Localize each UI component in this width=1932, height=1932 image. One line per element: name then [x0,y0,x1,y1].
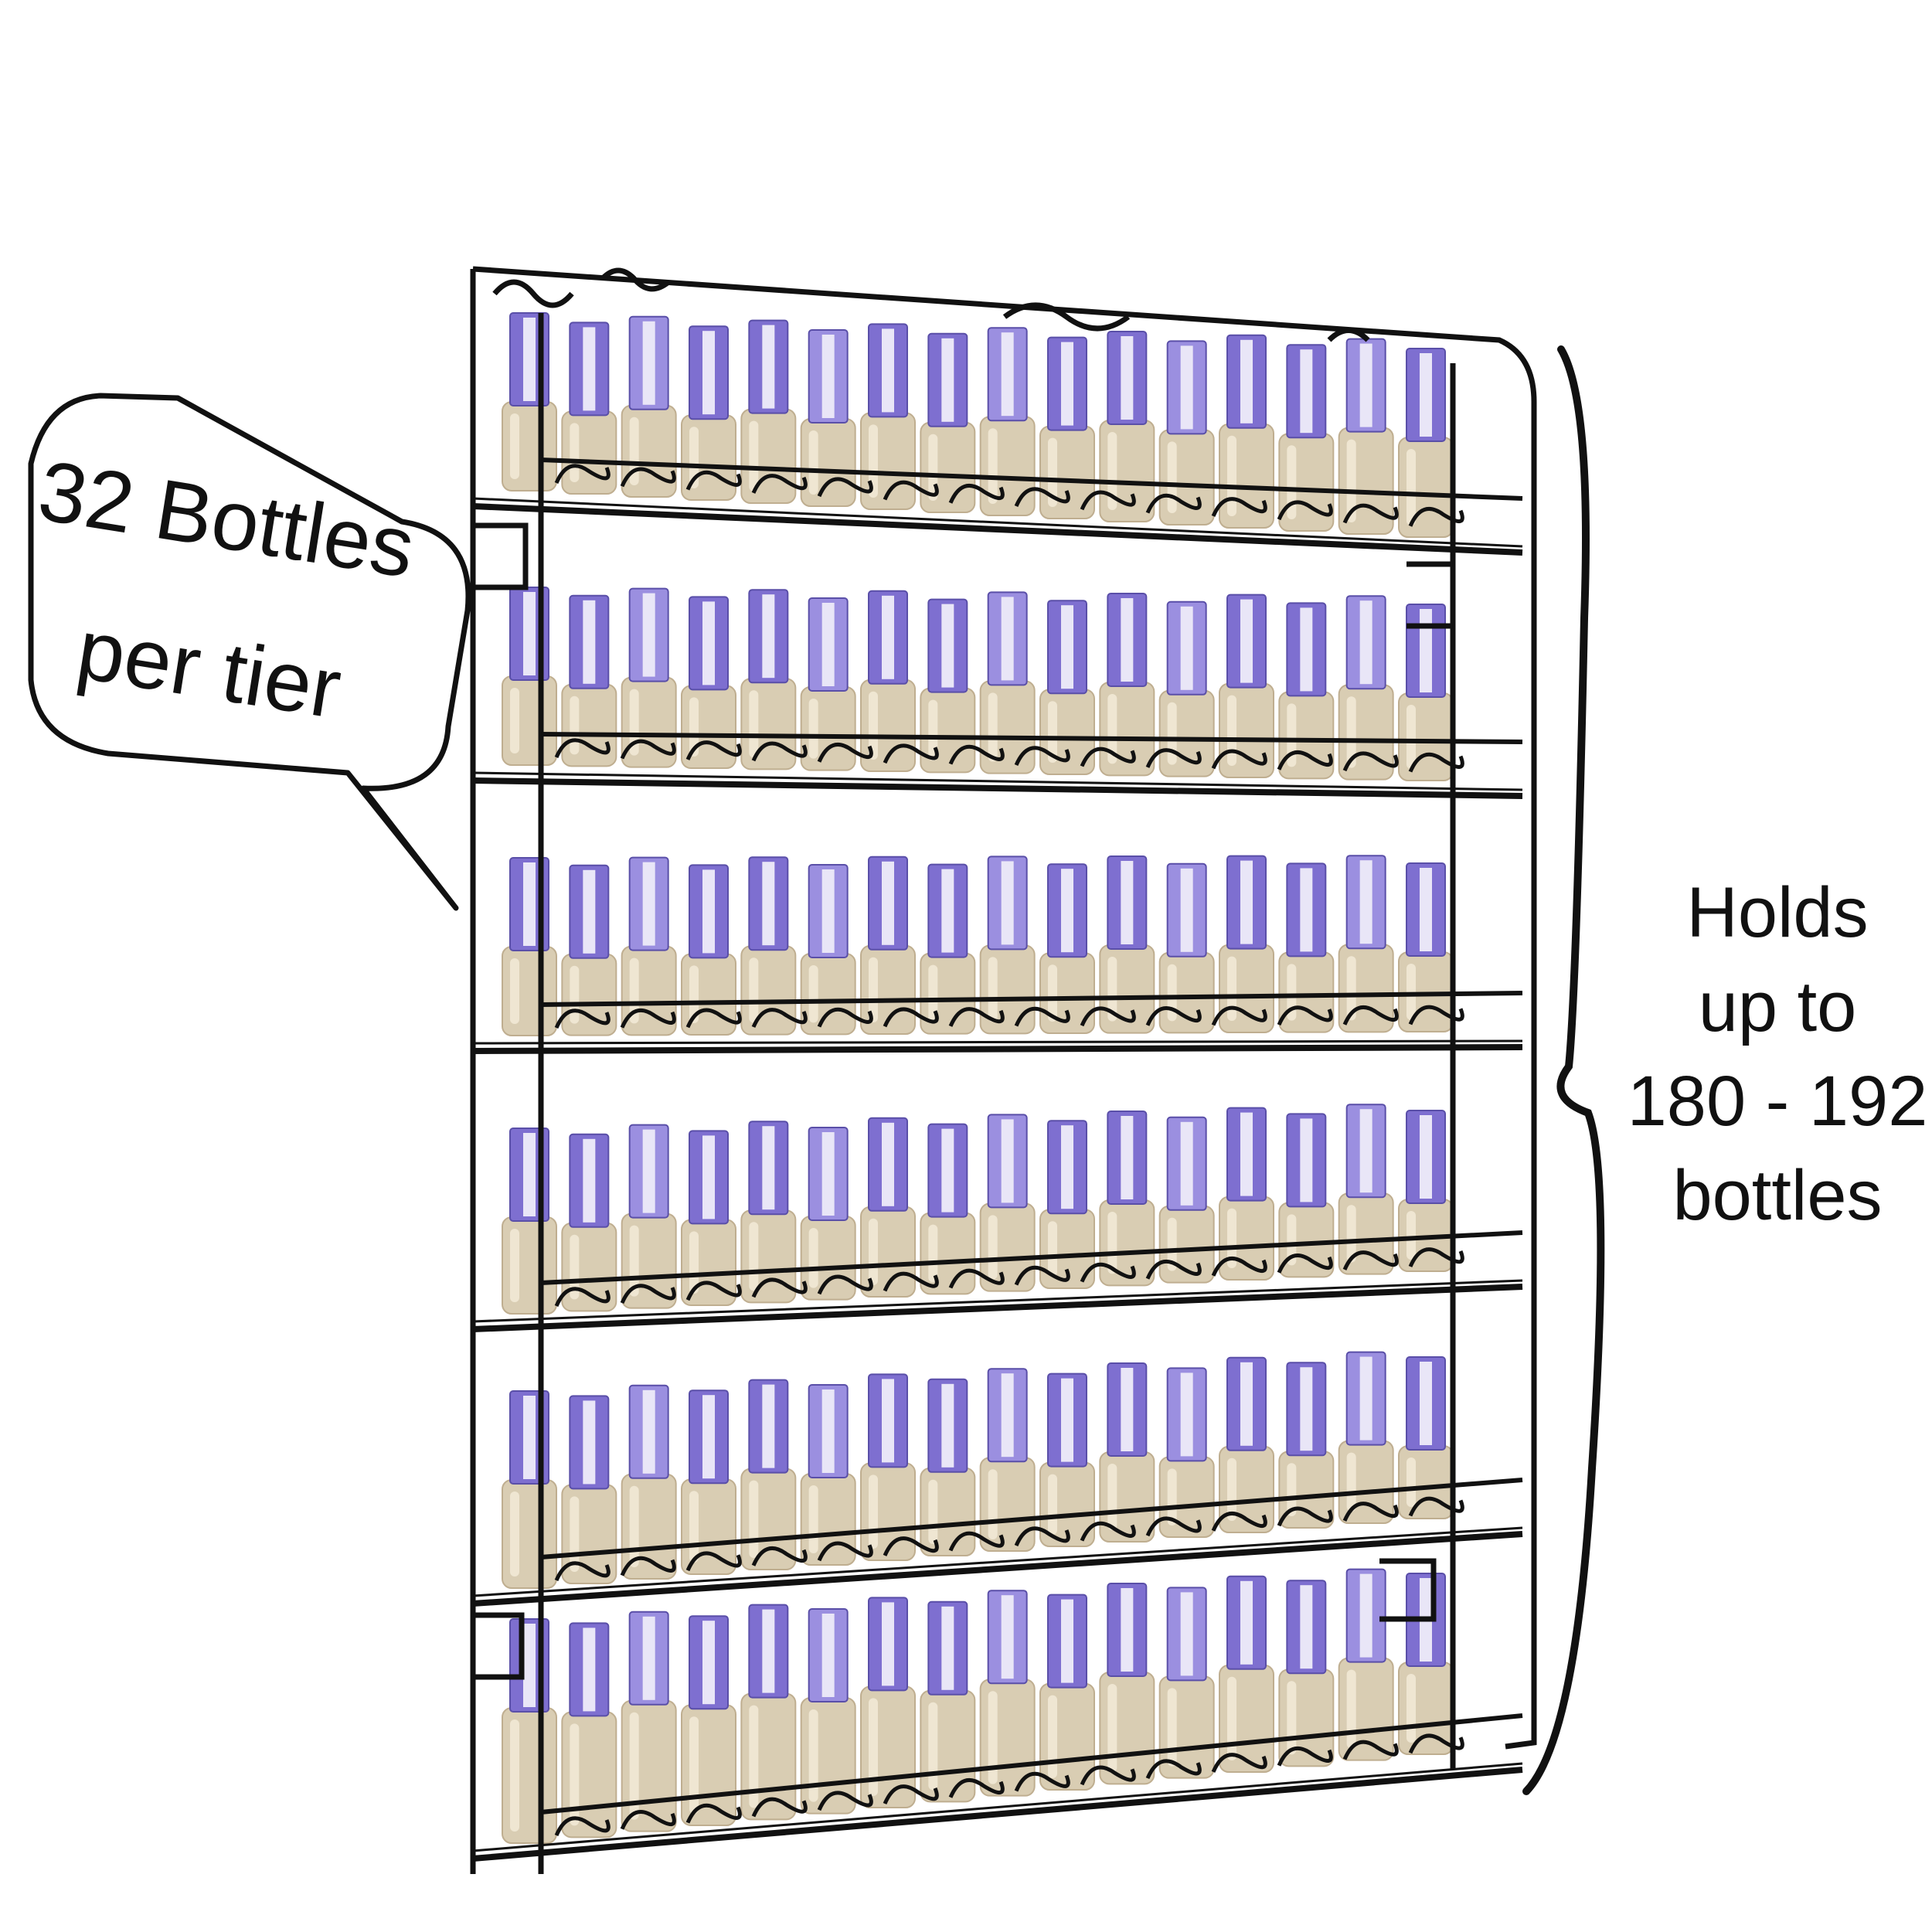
nail-polish-bottle [561,864,617,1036]
nail-polish-bottle [1099,1111,1155,1287]
nail-polish-bottle [1338,1351,1394,1524]
nail-polish-bottle [621,315,677,498]
speech-bubble [28,393,471,911]
nail-polish-bottle [860,323,916,511]
nail-polish-bottle [1278,602,1335,780]
nail-polish-bottle [621,1124,677,1309]
nail-polish-bottle [561,1395,617,1585]
mount-bracket-left-bottom [473,1612,525,1680]
nail-polish-bottle [800,1127,856,1301]
nail-polish-bottle [621,856,677,1036]
nail-polish-bottle [621,1384,677,1580]
nail-polish-bottle [920,598,976,774]
shelf-6 [472,1713,1523,1862]
nail-polish-bottle [860,1373,916,1562]
rack-top-scroll [492,267,1370,342]
nail-polish-bottle [1039,1372,1095,1547]
shelves-layer [472,457,1523,1862]
height-brace [1522,345,1605,1795]
mount-bracket-right-top [1406,561,1456,629]
nail-polish-bottle [1338,1568,1394,1761]
tier-4 [502,1104,1454,1315]
nail-polish-bottle [860,855,916,1036]
nail-polish-bottle [502,312,557,492]
tier-2 [502,587,1454,781]
nail-polish-bottle [740,856,797,1036]
capacity-line-3: 180 - 192 [1627,1062,1928,1141]
nail-polish-bottle [1158,1367,1215,1539]
nail-polish-bottle [1278,862,1335,1033]
nail-polish-bottle [740,1121,797,1304]
nail-polish-bottle [979,327,1036,517]
nail-polish-bottle [1039,863,1095,1034]
nail-polish-bottle [979,855,1036,1035]
nail-polish-bottle [1039,336,1095,519]
nail-polish-bottle [621,587,677,768]
shelf-3 [472,991,1523,1054]
nail-polish-bottle [1219,855,1274,1033]
nail-polish-bottle [1158,1587,1215,1779]
mount-bracket-left-top [473,522,529,590]
tier-5 [502,1351,1454,1589]
nail-polish-bottle [1099,855,1155,1034]
nail-polish-bottle [561,594,617,767]
shelf-1 [472,457,1523,556]
nail-polish-bottle [502,857,557,1036]
tier-3 [502,855,1454,1036]
nail-polish-bottle [681,1130,736,1307]
shelf-5 [472,1478,1523,1607]
nail-polish-bottle [860,590,916,772]
nail-polish-bottle [502,587,557,766]
nail-polish-bottle [1219,334,1274,529]
nail-polish-bottle [1039,1120,1095,1289]
nail-polish-bottle [920,1378,976,1557]
nail-polish-bottle [561,321,617,495]
nail-polish-bottle [979,1368,1036,1552]
nail-polish-bottle [1338,1104,1394,1275]
nail-polish-bottle [1338,338,1394,535]
nail-polish-bottle [920,1600,976,1803]
shelf-4 [472,1230,1523,1332]
nail-polish-bottle [1219,594,1274,778]
capacity-line-1: Holds [1686,873,1869,952]
nail-polish-bottle [979,591,1036,774]
nail-polish-bottle [1278,1113,1335,1278]
nail-polish-bottle [1039,600,1095,776]
capacity-text: Holds up to 180 - 192 bottles [1577,866,1932,1243]
nail-polish-bottle [1398,1356,1454,1519]
nail-polish-bottle [800,597,856,771]
capacity-line-4: bottles [1672,1156,1883,1235]
nail-polish-bottle [740,1379,797,1570]
capacity-line-2: up to [1698,968,1857,1046]
nail-polish-bottle [1158,1116,1215,1284]
rack-back-frame [472,266,1537,1750]
nail-polish-bottle [800,329,856,507]
nail-polish-bottle [1278,1362,1335,1529]
nail-polish-bottle [502,1128,557,1315]
shelf-2 [472,732,1523,799]
bottles-layer [502,312,1454,1844]
nail-polish-bottle [800,864,856,1036]
nail-polish-bottle [979,1114,1036,1292]
mount-bracket-right-bottom [1379,1558,1437,1622]
wire-rack [470,266,1537,1874]
nail-polish-bottle [1338,855,1394,1033]
nail-polish-bottle [860,1117,916,1298]
tier-1 [502,312,1454,538]
nail-polish-bottle [1398,1110,1454,1272]
nail-polish-bottle [1099,593,1155,777]
nail-polish-bottle [1219,1107,1274,1281]
nail-polish-bottle [1099,1362,1155,1543]
nail-polish-bottle [1219,1356,1274,1534]
nail-polish-bottle [920,1123,976,1295]
nail-polish-bottle [561,1133,617,1312]
